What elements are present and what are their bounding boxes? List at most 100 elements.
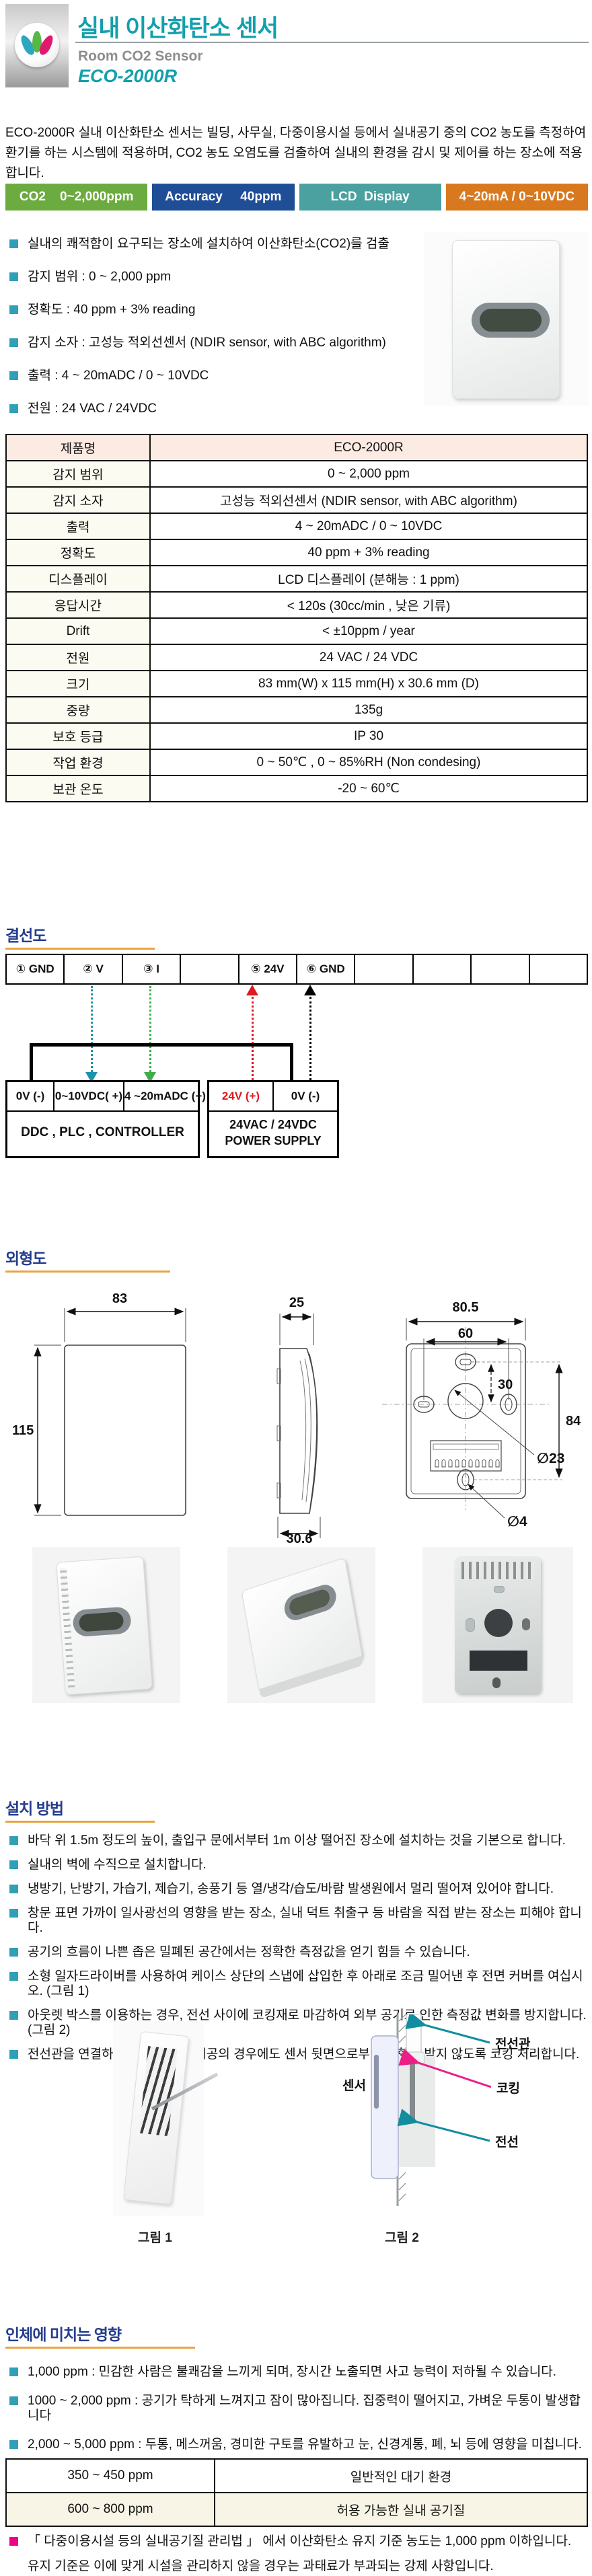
terminal-cell bbox=[530, 955, 587, 983]
bullet-square-icon bbox=[9, 1948, 18, 1957]
bullet-square-icon bbox=[9, 371, 18, 380]
list-item: 실내의 쾌적함이 요구되는 장소에 설치하여 이산화탄소(CO2)를 검출 bbox=[9, 237, 413, 252]
list-item: 실내의 벽에 수직으로 설치합니다. bbox=[9, 1858, 588, 1872]
psu-terminal-24v: 24V (+) bbox=[209, 1082, 274, 1110]
terminal-cell: ③ I bbox=[123, 955, 182, 983]
svg-text:83: 83 bbox=[112, 1291, 127, 1306]
ddc-terminal: 0V (-) bbox=[7, 1082, 54, 1110]
logo-petals-icon bbox=[15, 23, 59, 67]
badge-accuracy: Accuracy 40ppm bbox=[152, 184, 295, 211]
common-wire-bracket bbox=[30, 1043, 293, 1047]
section-head-wiring: 결선도 bbox=[5, 923, 155, 950]
bullet-square-icon bbox=[9, 1836, 18, 1845]
svg-text:80.5: 80.5 bbox=[453, 1300, 479, 1315]
terminal-cell bbox=[181, 955, 239, 983]
bullet-square-icon bbox=[9, 338, 18, 347]
svg-text:30.6: 30.6 bbox=[287, 1531, 313, 1544]
section-underline bbox=[5, 1271, 170, 1273]
section-title: 설치 방법 bbox=[5, 1800, 64, 1817]
table-row: Drift< ±10ppm / year bbox=[5, 617, 588, 645]
wiring-diagram: ① GND ② V ③ I ⑤ 24V ⑥ GND 0V (-) 0~ bbox=[5, 954, 588, 1162]
badge-row: CO2 0~2,000ppm Accuracy 40ppm LCD Displa… bbox=[5, 184, 588, 211]
section-head-effects: 인체에 미치는 영향 bbox=[5, 2322, 195, 2349]
list-item: 창문 표면 가까이 일사광선의 영향을 받는 장소, 실내 덕트 취출구 등 바… bbox=[9, 1906, 588, 1936]
ddc-terminal: 4 ~20mADC (+) bbox=[124, 1090, 206, 1102]
arrow-up-icon bbox=[246, 985, 258, 995]
table-row: 보관 온도-20 ~ 60℃ bbox=[5, 775, 588, 802]
section-title: 결선도 bbox=[5, 927, 46, 944]
list-item: 1000 ~ 2,000 ppm : 공기가 탁하게 느껴지고 잠이 많아집니다… bbox=[9, 2394, 588, 2423]
svg-text:∅4: ∅4 bbox=[507, 1514, 527, 1529]
list-item: 1,000 ppm : 민감한 사람은 불쾌감을 느끼게 되며, 장시간 노출되… bbox=[9, 2365, 588, 2380]
terminal-cell: ⑥ GND bbox=[297, 955, 356, 983]
voltage-signal-line bbox=[91, 986, 93, 1072]
bullet-square-icon bbox=[9, 1860, 18, 1869]
section-head-install: 설치 방법 bbox=[5, 1796, 155, 1823]
svg-text:전선관: 전선관 bbox=[495, 2037, 531, 2051]
bullet-square-icon bbox=[9, 2367, 18, 2376]
svg-text:60: 60 bbox=[458, 1326, 473, 1341]
sensor-display-window bbox=[472, 303, 550, 338]
badge-output: 4~20mA / 0~10VDC bbox=[445, 184, 588, 211]
figure1-caption: 그림 1 bbox=[138, 2231, 172, 2245]
effects-list: 1,000 ppm : 민감한 사람은 불쾌감을 느끼게 되며, 장시간 노출되… bbox=[9, 2365, 588, 2452]
section-underline bbox=[5, 948, 155, 950]
page-title: 실내 이산화탄소 센서 bbox=[77, 15, 279, 42]
sensor-device bbox=[241, 1557, 363, 1699]
intro-paragraph: ECO-2000R 실내 이산화탄소 센서는 빌딩, 사무실, 다중이용시설 등… bbox=[5, 126, 587, 180]
power-24v-line bbox=[252, 997, 254, 1080]
bullet-square-icon bbox=[9, 2396, 18, 2405]
current-signal-line bbox=[149, 986, 151, 1072]
section-title: 외형도 bbox=[5, 1250, 46, 1267]
ddc-terminal: 0~10VDC( +) bbox=[54, 1082, 124, 1110]
ddc-box-label: DDC , PLC , CONTROLLER bbox=[21, 1125, 184, 1139]
product-photo-front bbox=[424, 232, 589, 406]
section-head-outline: 외형도 bbox=[5, 1246, 170, 1273]
bullet-square-icon bbox=[9, 272, 18, 281]
bullet-square-icon bbox=[9, 1885, 18, 1893]
product-photo-front-angle bbox=[32, 1547, 180, 1703]
figure1-photo bbox=[113, 2021, 219, 2216]
bullet-square-icon bbox=[9, 2050, 18, 2059]
list-item: 바닥 위 1.5m 정도의 높이, 출입구 문에서부터 1m 이상 떨어진 장소… bbox=[9, 1833, 588, 1848]
psu-terminal-0v: 0V (-) bbox=[291, 1090, 320, 1102]
svg-text:전선: 전선 bbox=[495, 2135, 519, 2150]
bullet-square-icon bbox=[9, 1972, 18, 1981]
list-item: 출력 : 4 ~ 20mADC / 0 ~ 10VDC bbox=[9, 369, 413, 383]
list-item: 아웃렛 박스를 이용하는 경우, 전선 사이에 코킹재로 마감하여 외부 공기로… bbox=[9, 2008, 588, 2038]
terminal-cell: ⑤ 24V bbox=[239, 955, 298, 983]
list-item: 2,000 ~ 5,000 ppm : 두통, 메스꺼움, 경미한 구토를 유발… bbox=[9, 2437, 588, 2452]
sensor-device-back bbox=[455, 1556, 541, 1694]
power-supply-box: 24V (+) 0V (-) 24VAC / 24VDC POWER SUPPL… bbox=[207, 1080, 339, 1158]
bullet-square-icon bbox=[9, 2440, 18, 2449]
regulation-note: 「 다중이용시설 등의 실내공기질 관리법 」 에서 이산화탄소 유지 기준 농… bbox=[9, 2534, 571, 2549]
dimension-drawing: 83 115 25 30.6 bbox=[12, 1291, 581, 1544]
arrow-up-icon bbox=[304, 985, 316, 995]
bullet-square-icon bbox=[9, 2537, 18, 2546]
list-item: 감지 범위 : 0 ~ 2,000 ppm bbox=[9, 270, 413, 285]
list-item: 소형 일자드라이버를 사용하여 케이스 상단의 스냅에 삽입한 후 아래로 조금… bbox=[9, 1969, 588, 1999]
svg-text:코킹: 코킹 bbox=[496, 2081, 520, 2096]
page-subtitle: Room CO2 Sensor bbox=[78, 48, 203, 64]
list-item: 공기의 흐름이 나쁜 좁은 밀폐된 공간에서는 정확한 측정값을 얻기 힘들 수… bbox=[9, 1945, 588, 1960]
terminal-cell bbox=[472, 955, 530, 983]
svg-text:30: 30 bbox=[498, 1377, 513, 1392]
product-photo-back bbox=[422, 1547, 573, 1703]
svg-text:센서: 센서 bbox=[342, 2078, 366, 2093]
power-gnd-line bbox=[309, 997, 311, 1080]
company-logo bbox=[5, 4, 69, 87]
bullet-square-icon bbox=[9, 1909, 18, 1918]
sensor-device bbox=[56, 1556, 153, 1696]
